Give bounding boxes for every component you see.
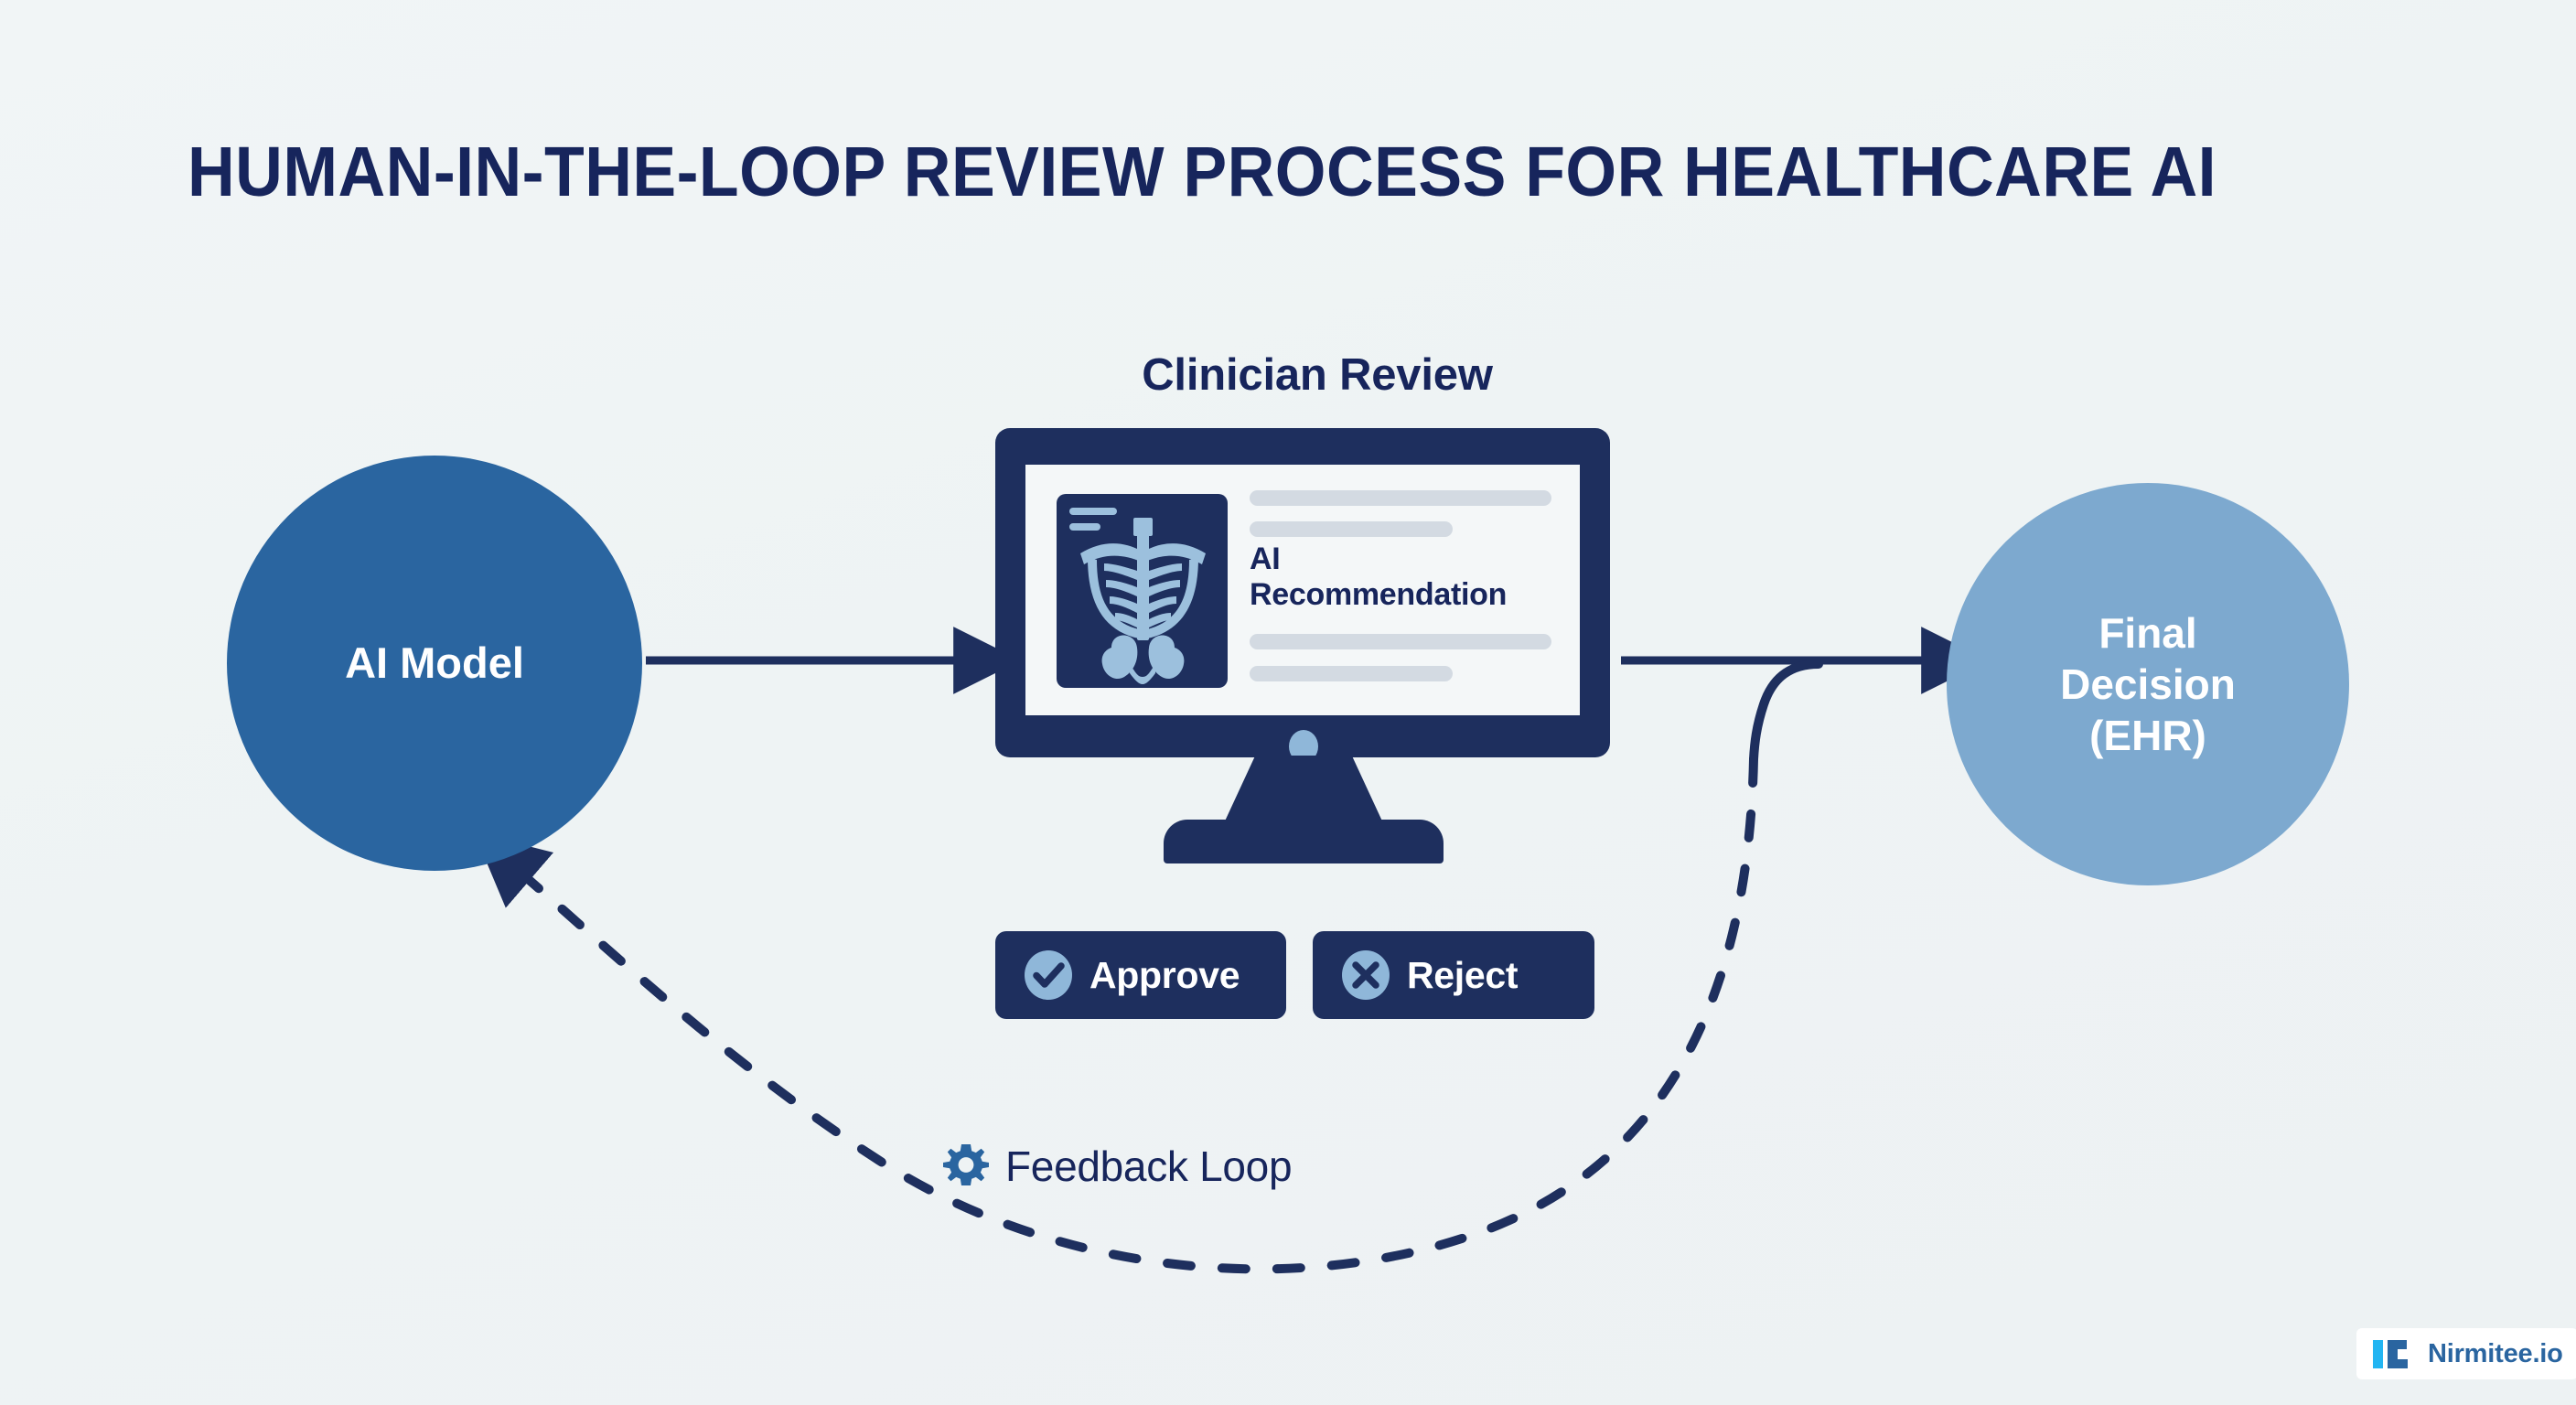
- xray-marker-line: [1069, 508, 1117, 515]
- approve-button[interactable]: Approve: [995, 931, 1286, 1019]
- nirmitee-logo-icon: [2373, 1340, 2408, 1368]
- placeholder-text-bar: [1250, 521, 1453, 537]
- page-title: HUMAN-IN-THE-LOOP REVIEW PROCESS FOR HEA…: [188, 133, 2216, 211]
- ai-recommendation-heading: AI Recommendation: [1250, 542, 1561, 614]
- monitor-bezel: AI Recommendation: [995, 428, 1610, 757]
- clinician-review-heading: Clinician Review: [1142, 350, 1493, 400]
- monitor-stand-neck: [1223, 756, 1384, 825]
- placeholder-text-bar: [1250, 666, 1453, 681]
- gear-icon: [943, 1144, 989, 1185]
- final-decision-line-2: Decision: [2060, 660, 2236, 708]
- monitor-stand-base: [1164, 820, 1444, 863]
- xray-marker-line: [1069, 523, 1100, 531]
- node-final-decision[interactable]: Final Decision (EHR): [1947, 483, 2349, 885]
- check-circle-icon: [1025, 950, 1072, 1000]
- brand-logo[interactable]: Nirmitee.io: [2356, 1328, 2576, 1379]
- node-ai-model-label: AI Model: [345, 638, 524, 688]
- feedback-loop-curve-head: [1749, 660, 1823, 764]
- ai-recommendation-line-1: AI: [1250, 542, 1281, 576]
- node-final-decision-label: Final Decision (EHR): [2060, 607, 2236, 761]
- ribcage-icon: [1080, 518, 1206, 684]
- brand-name: Nirmitee.io: [2428, 1338, 2563, 1368]
- final-decision-line-1: Final: [2098, 608, 2197, 657]
- placeholder-text-bar: [1250, 490, 1551, 506]
- ai-recommendation-line-2: Recommendation: [1250, 577, 1508, 613]
- final-decision-line-3: (EHR): [2089, 712, 2206, 760]
- reject-button[interactable]: Reject: [1313, 931, 1594, 1019]
- review-action-buttons: Approve Reject: [995, 931, 1594, 1019]
- x-circle-icon: [1342, 950, 1390, 1000]
- feedback-loop-text: Feedback Loop: [1005, 1142, 1293, 1190]
- chest-xray-thumbnail: [1057, 494, 1228, 688]
- node-ai-model[interactable]: AI Model: [227, 456, 642, 871]
- placeholder-text-bar: [1250, 634, 1551, 649]
- reject-button-label: Reject: [1407, 953, 1519, 996]
- feedback-loop-label: Feedback Loop: [942, 1142, 1293, 1191]
- approve-button-label: Approve: [1089, 953, 1240, 996]
- monitor-screen: AI Recommendation: [1025, 465, 1580, 715]
